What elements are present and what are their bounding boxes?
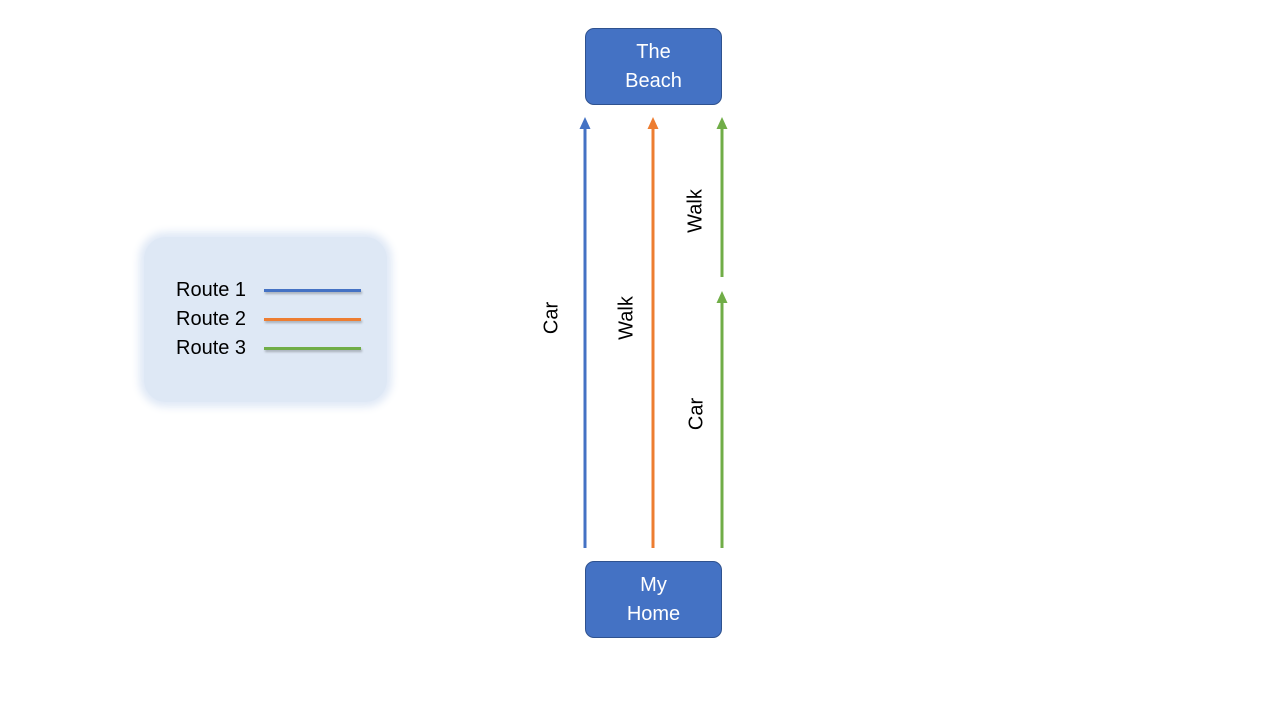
node-label-line2: Home xyxy=(626,602,681,625)
route-2-mode-label: Walk xyxy=(615,296,638,340)
node-my-home: My Home xyxy=(585,561,722,638)
legend-label: Route 2 xyxy=(176,307,247,330)
arrowhead-icon xyxy=(647,117,659,129)
route-1-mode-label: Car xyxy=(540,301,563,335)
legend-item-route-2: Route 2 xyxy=(176,306,361,332)
node-label-line2: Beach xyxy=(625,69,682,92)
route-3-car-label: Car xyxy=(685,397,708,431)
legend-label: Route 1 xyxy=(176,278,247,301)
arrowhead-icon xyxy=(579,117,591,129)
route-3-walk-label: Walk xyxy=(684,189,707,233)
legend-item-route-3: Route 3 xyxy=(176,335,361,361)
legend-label: Route 3 xyxy=(176,336,247,359)
legend-item-route-1: Route 1 xyxy=(176,277,361,303)
arrowhead-icon xyxy=(716,291,728,303)
node-label-line1: My xyxy=(640,573,667,596)
legend-swatch-line xyxy=(264,288,361,292)
node-the-beach: The Beach xyxy=(585,28,722,105)
node-label-line1: The xyxy=(636,40,671,63)
legend-box: Route 1 Route 2 Route 3 xyxy=(144,237,387,402)
arrowhead-icon xyxy=(716,117,728,129)
legend-swatch-line xyxy=(264,317,361,321)
legend-swatch-line xyxy=(264,346,361,350)
